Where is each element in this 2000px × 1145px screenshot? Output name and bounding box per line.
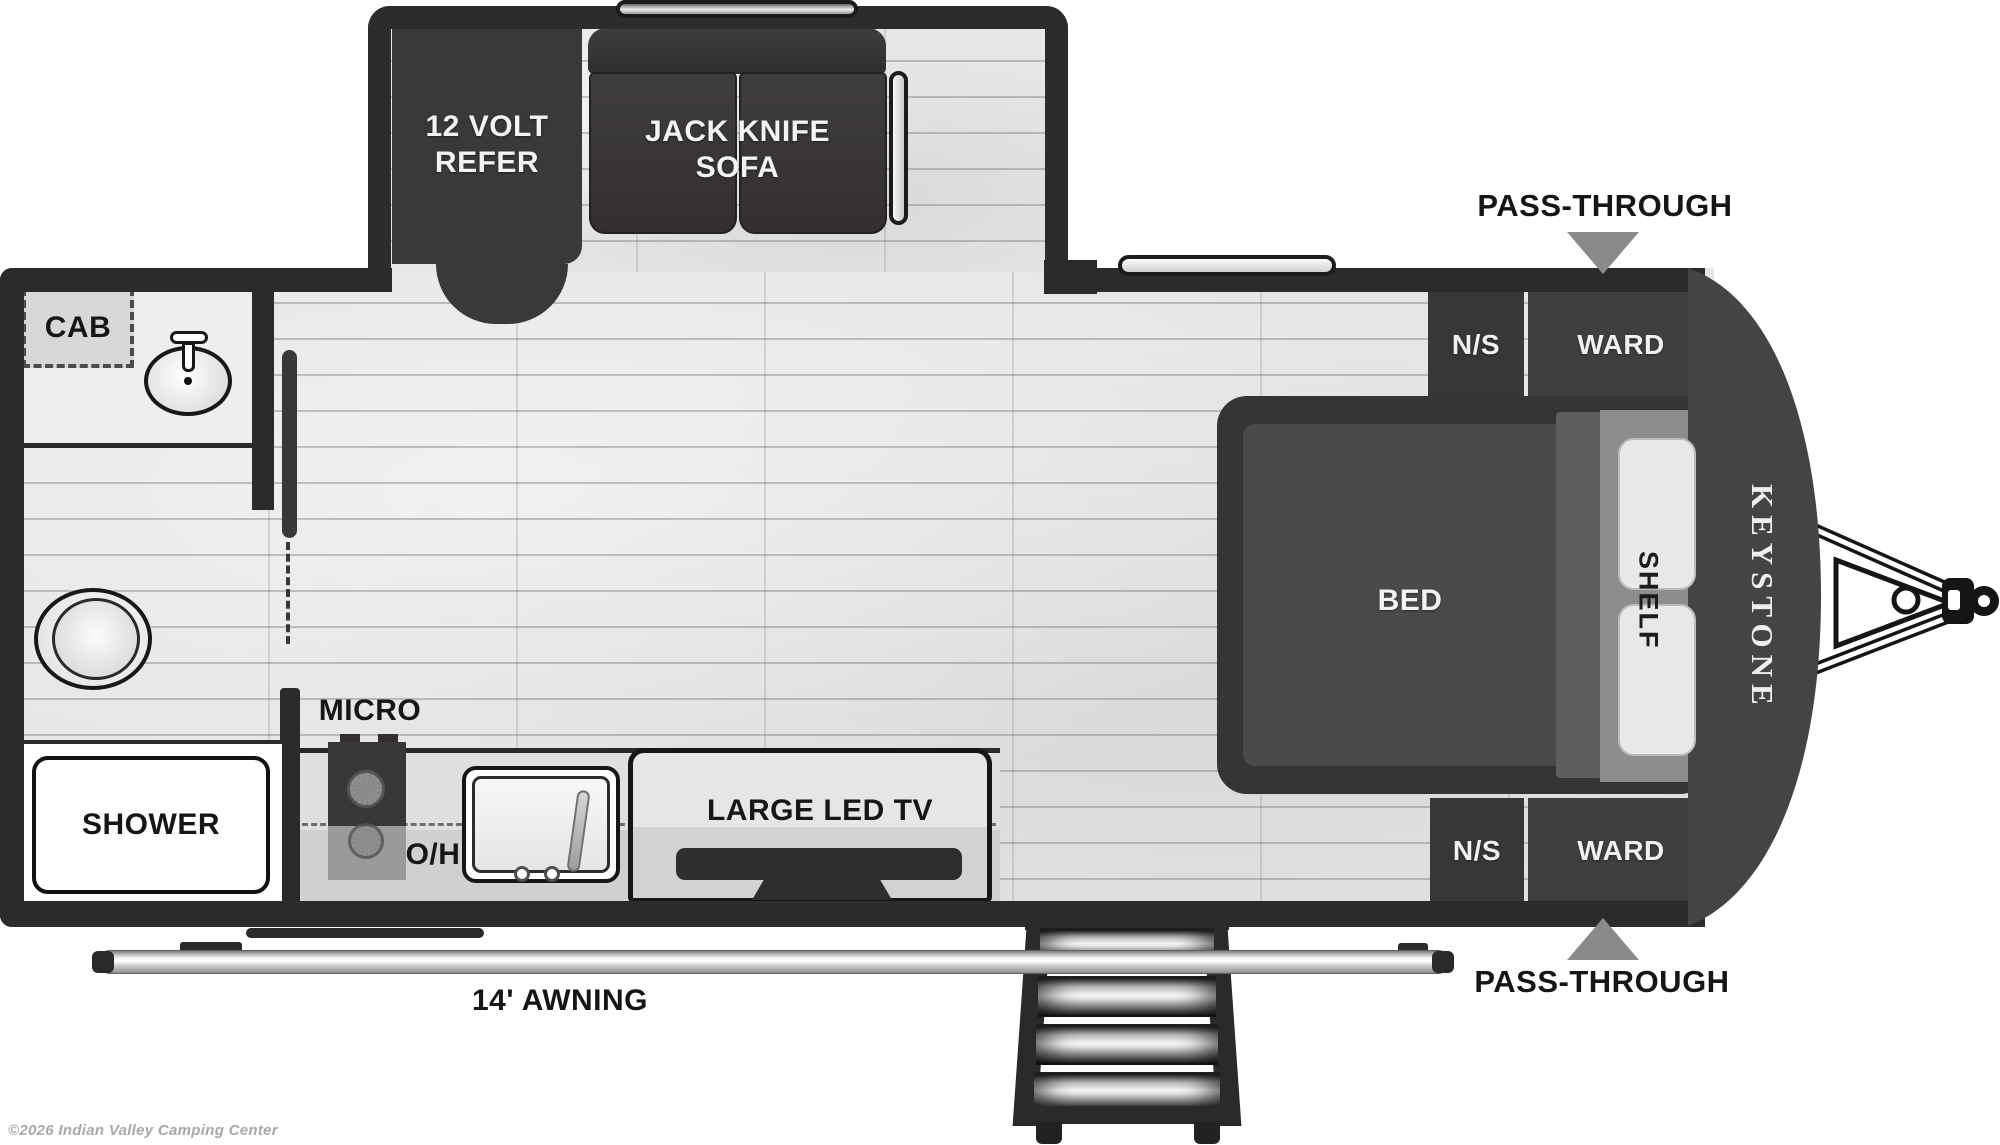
awning-arm-right: [1398, 943, 1428, 953]
bed-label: BED: [1377, 584, 1443, 617]
wall-rear: [0, 268, 24, 927]
refer-label-line2: REFER: [434, 146, 540, 179]
wardrobe-bottom-label: WARD: [1577, 834, 1665, 866]
exterior-compartment-door: [246, 928, 484, 938]
burner-front: [347, 770, 385, 808]
nightstand-bottom: N/S: [1430, 798, 1524, 903]
sofa-label: JACK KNIFE SOFA: [610, 100, 865, 200]
bathroom-door: [282, 350, 297, 538]
tv-stand: [752, 876, 892, 900]
wardrobe-top-label: WARD: [1577, 329, 1665, 360]
bed-headboard: [1556, 412, 1602, 778]
burner-rear: [348, 823, 384, 859]
shelf-label: SHELF: [1633, 550, 1664, 650]
hitch-jack: [1891, 585, 1921, 615]
slideout-wall-junction: [1044, 260, 1097, 294]
bedroom-window: [1118, 255, 1336, 276]
awning-end-cap-right: [1432, 951, 1454, 973]
awning-end-cap-left: [92, 951, 114, 973]
slideout-walls: [368, 6, 1068, 272]
wall-bathroom-divider: [252, 290, 274, 510]
awning-label: 14' AWNING: [471, 984, 649, 1017]
awning-rail: [98, 950, 1450, 974]
pass-through-top-arrow-icon: [1567, 232, 1639, 274]
slideout-top-window: [616, 0, 858, 18]
wardrobe-bottom: WARD: [1528, 798, 1714, 903]
bathroom-faucet-handle: [170, 331, 208, 344]
led-tv: [676, 848, 962, 880]
shower-label: SHOWER: [82, 808, 220, 841]
kitchen-faucet-knob-right: [544, 866, 560, 882]
sofa-backrest: [588, 28, 886, 74]
microwave-label: MICRO: [318, 694, 422, 727]
tv-label: LARGE LED TV: [706, 794, 933, 827]
sofa-label-line2: SOFA: [695, 151, 780, 184]
overhead-label: O/H: [405, 838, 461, 871]
shower-pan: SHOWER: [32, 756, 270, 894]
front-cap-and-hitch: [1688, 268, 1999, 926]
sofa-cushion-left: [589, 72, 737, 234]
toilet-bowl: [52, 598, 140, 680]
wall-top-left: [0, 268, 392, 292]
wall-kitchen-divider: [280, 688, 300, 905]
refer-label-line1: 12 VOLT: [425, 110, 549, 143]
step-tread-2: [1038, 976, 1216, 1017]
steps-foot-left: [1036, 1122, 1062, 1144]
nightstand-top-label: N/S: [1451, 329, 1501, 360]
bathroom-faucet-spout: [182, 342, 195, 372]
pass-through-bottom-label: PASS-THROUGH: [1474, 964, 1730, 999]
front-cap: [1688, 268, 1821, 926]
kitchen-sink: [462, 766, 620, 883]
pillow-top: [1618, 438, 1696, 590]
cab-label: CAB: [44, 311, 112, 344]
brand-logo: KEYSTONE: [1745, 484, 1780, 712]
copyright-watermark: ©2026 Indian Valley Camping Center: [8, 1122, 278, 1139]
nightstand-bottom-label: N/S: [1452, 834, 1502, 866]
steps-frame-bottom: [1026, 1106, 1228, 1124]
pillow-bottom: [1618, 604, 1696, 756]
sofa-cushion-right: [739, 72, 887, 234]
stove-knob-right: [378, 734, 398, 744]
overhead-cabinet-box: CAB: [22, 288, 134, 368]
step-tread-3: [1036, 1024, 1218, 1065]
slideout-side-window: [889, 71, 908, 225]
pass-through-bottom-arrow-icon: [1567, 918, 1639, 960]
bathroom-door-swing-line: [286, 542, 290, 644]
awning-arm-left: [180, 942, 242, 953]
hitch-aframe: [1757, 499, 1999, 696]
sofa-label-line1: JACK KNIFE: [644, 115, 830, 148]
stove-knob-left: [340, 734, 360, 744]
entry-steps: [1012, 914, 1244, 1145]
kitchen-faucet-knob-left: [514, 866, 530, 882]
nightstand-top: N/S: [1428, 290, 1524, 400]
refrigerator: 12 VOLT REFER: [392, 26, 582, 264]
sink-drain: [184, 377, 192, 385]
wardrobe-top: WARD: [1528, 290, 1714, 400]
steps-foot-right: [1194, 1122, 1220, 1144]
pass-through-top-label: PASS-THROUGH: [1477, 188, 1733, 223]
wall-bottom: [0, 901, 1705, 927]
